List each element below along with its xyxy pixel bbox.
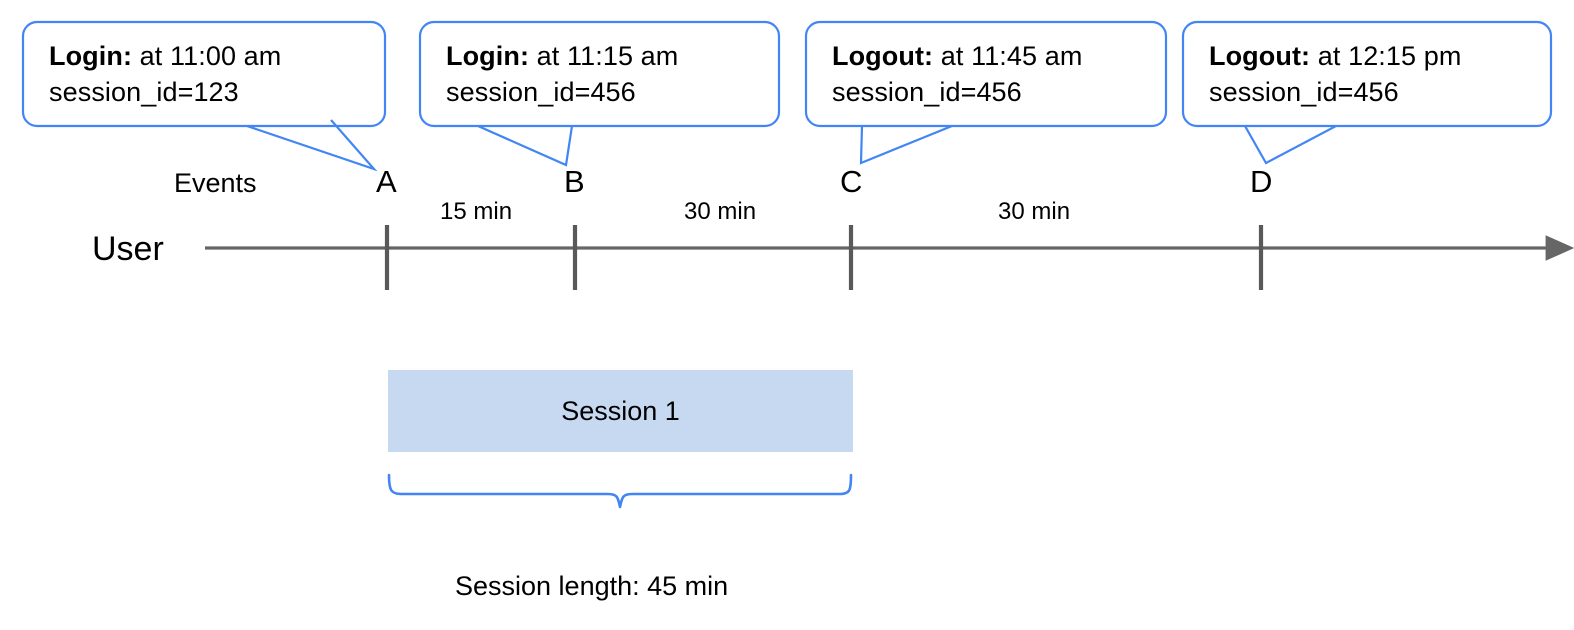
callout-b-text: Login: at 11:15 am session_id=456 (446, 38, 678, 110)
point-letter-d: D (1250, 164, 1273, 199)
callout-c-time: at 11:45 am (933, 41, 1083, 71)
callout-b-tail (477, 124, 574, 167)
callout-b-session: session_id=456 (446, 77, 636, 107)
callout-d-event: Logout: (1209, 41, 1311, 71)
point-letter-b: B (564, 164, 585, 199)
callout-c-event: Logout: (832, 41, 934, 71)
callout-a-line1: Login: at 11:00 am (49, 38, 281, 74)
callout-b-line1: Login: at 11:15 am (446, 38, 678, 74)
point-letter-a: A (376, 164, 397, 199)
duration-label-b-c: 30 min (684, 198, 757, 225)
callout-c-line1: Logout: at 11:45 am (832, 38, 1082, 74)
callout-a-event: Login: (49, 41, 133, 71)
point-letter-c: C (840, 164, 863, 199)
callout-a-session: session_id=123 (49, 77, 239, 107)
duration-label-c-d: 30 min (998, 198, 1071, 225)
session-length-caption: Session length: 45 min (455, 571, 729, 601)
events-row-label: Events (174, 168, 257, 198)
callout-d-time: at 12:15 pm (1310, 41, 1462, 71)
callout-c-session: session_id=456 (832, 77, 1022, 107)
callout-a-tail (246, 119, 378, 172)
callout-d-tail (1244, 125, 1337, 165)
session-brace (387, 473, 853, 509)
callout-c-tail (859, 124, 953, 165)
callout-b-event: Login: (446, 41, 530, 71)
callout-d-line1: Logout: at 12:15 pm (1209, 38, 1461, 74)
callout-a-time: at 11:00 am (132, 41, 282, 71)
callout-d-text: Logout: at 12:15 pm session_id=456 (1209, 38, 1461, 110)
duration-label-a-b: 15 min (440, 198, 513, 225)
callout-d-session: session_id=456 (1209, 77, 1399, 107)
callout-b-time: at 11:15 am (529, 41, 679, 71)
session-bar-label: Session 1 (561, 395, 680, 426)
callout-c-text: Logout: at 11:45 am session_id=456 (832, 38, 1082, 110)
callout-a-text: Login: at 11:00 am session_id=123 (49, 38, 281, 110)
session-bar-session-1[interactable]: Session 1 (388, 370, 853, 452)
user-lane-label: User (92, 230, 164, 268)
